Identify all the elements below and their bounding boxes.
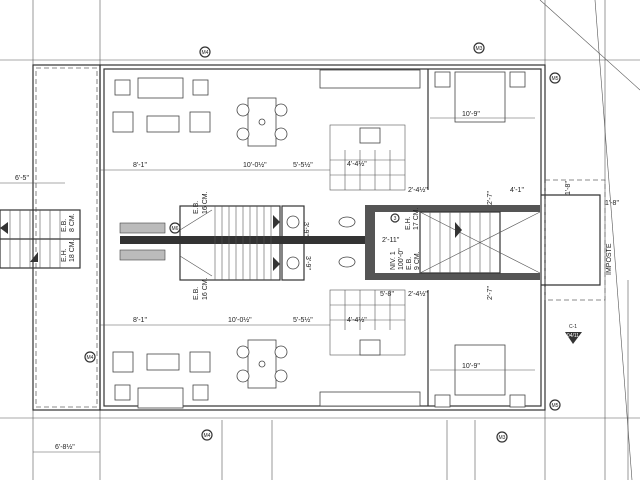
stair-wall bbox=[365, 205, 375, 280]
eb-bottom-value: 16 CM. bbox=[202, 277, 209, 300]
bathrooms: 3'-9" 3'-9" bbox=[281, 205, 356, 281]
dim-kitchen-top: 4'-4½" bbox=[347, 160, 367, 168]
main-stair: E.B. 16 CM. E.B. 16 CM. bbox=[119, 191, 281, 300]
stair-arrow-icon bbox=[455, 222, 462, 238]
sofa-icon bbox=[137, 387, 184, 409]
sink-icon bbox=[286, 215, 300, 229]
eb9-value: 9 CM. bbox=[414, 251, 421, 270]
dim-bottom-kitchen: 5'-5½" bbox=[293, 316, 313, 324]
bed-icon bbox=[454, 71, 506, 123]
side-table-icon bbox=[114, 79, 131, 96]
party-wall bbox=[120, 236, 365, 244]
niv-value: 100'-0" bbox=[398, 248, 405, 270]
dim-bottom-dining: 10'-0½" bbox=[228, 316, 252, 324]
dim-corridor-top-a: 2'-4½" bbox=[408, 186, 428, 194]
dim-bottom-living: 8'-1" bbox=[133, 317, 147, 324]
dim-corridor-bottom-a: 2'-4½" bbox=[408, 290, 428, 298]
dim-corridor-bottom-c: 2'-7" bbox=[487, 286, 494, 300]
eb-top-value: 16 CM. bbox=[202, 191, 209, 214]
dim-bedroom-top: 10'-9" bbox=[462, 111, 480, 118]
armchair-icon bbox=[189, 111, 211, 133]
dim-top-living: 8'-1" bbox=[133, 162, 147, 169]
armchair-icon bbox=[112, 351, 134, 373]
dim-stair-landing: 2'-11" bbox=[382, 237, 400, 244]
side-table-icon bbox=[192, 384, 209, 401]
stair-arrow-icon bbox=[30, 252, 38, 262]
coffee-table-icon bbox=[146, 115, 180, 133]
dim-balcony-bottom: 6'-8½" bbox=[55, 443, 75, 451]
imposte-label: IMPOSTE bbox=[606, 243, 613, 275]
stair-arrow-icon bbox=[273, 257, 280, 271]
stair-arrow-icon bbox=[0, 222, 8, 234]
section-label: C-1 bbox=[569, 324, 577, 330]
dim-top-dining: 10'-0½" bbox=[243, 161, 267, 169]
ext-eh-label: E.H. bbox=[61, 248, 68, 262]
kitchen-sink-icon bbox=[359, 339, 381, 356]
dim-corridor-top-c: 2'-7" bbox=[487, 191, 494, 205]
dim-stair-bottom: 5'-8" bbox=[380, 291, 394, 298]
side-table-icon bbox=[192, 79, 209, 96]
stair-arrow-icon bbox=[273, 215, 280, 229]
balcony: E.B. 8 CM. E.H. 18 CM. 6'-5" 6'-8½" bbox=[0, 64, 101, 453]
stair-wall bbox=[375, 205, 540, 212]
dim-bath-bottom: 3'-9" bbox=[304, 256, 311, 270]
armchair-icon bbox=[112, 111, 134, 133]
armchair-icon bbox=[189, 351, 211, 373]
dim-vest-a: 1'-8" bbox=[605, 200, 619, 207]
ext-eh-value: 18 CM. bbox=[69, 239, 76, 262]
toilet-icon bbox=[338, 256, 356, 268]
niv-label: NIV. 1 bbox=[390, 251, 397, 270]
section-marker-icon bbox=[565, 332, 582, 344]
kitchens: 4'-4½" 4'-4½" bbox=[319, 69, 429, 407]
dim-balcony-top: 6'-5" bbox=[15, 175, 29, 182]
kitchen-sink-icon bbox=[359, 127, 381, 144]
dim-bath-top: 3'-9" bbox=[302, 222, 309, 236]
counter bbox=[319, 69, 421, 89]
eh-value: 17 CM. bbox=[413, 207, 420, 230]
eb-bottom-label: E.B. bbox=[193, 287, 200, 300]
tag-m4: M4 bbox=[202, 50, 209, 56]
ext-eb-label: E.B. bbox=[61, 219, 68, 232]
sofa-icon bbox=[137, 77, 184, 99]
wall-tags: M4 M3 M5 M4 M4 M3 M5 M6 3 bbox=[84, 42, 561, 443]
bedrooms: 10'-9" 10'-9" bbox=[430, 71, 535, 408]
eb-top-label: E.B. bbox=[193, 201, 200, 214]
sink-icon bbox=[286, 256, 300, 270]
tag-m5-b: M5 bbox=[552, 403, 559, 409]
side-table-icon bbox=[114, 384, 131, 401]
dim-kitchen-bottom: 4'-4½" bbox=[347, 316, 367, 324]
tag-3: 3 bbox=[394, 216, 397, 222]
dim-vest-b: 1'-8" bbox=[565, 181, 572, 195]
tag-m6: M6 bbox=[172, 226, 179, 232]
toilet-icon bbox=[338, 216, 356, 228]
tag-m5: M5 bbox=[552, 76, 559, 82]
coffee-table-icon bbox=[146, 353, 180, 371]
stair-wall bbox=[375, 273, 540, 280]
section-sheet: 04/11 bbox=[567, 333, 579, 339]
tag-m4-b: M4 bbox=[87, 355, 94, 361]
counter bbox=[319, 391, 421, 407]
eh-label: E.H. bbox=[405, 216, 412, 230]
furniture bbox=[112, 77, 288, 409]
secondary-stair: 2'-11" NIV. 1 100'-0" E.B. 9 CM. E.H. 17… bbox=[380, 181, 619, 344]
dim-corridor-top-b: 4'-1" bbox=[510, 187, 524, 194]
dimension-strings: 8'-1" 10'-0½" 5'-5½" 8'-1" 10'-0½" 5'-5½… bbox=[100, 161, 330, 326]
tag-m4-c: M4 bbox=[204, 433, 211, 439]
tag-m3-b: M3 bbox=[499, 435, 506, 441]
dim-top-kitchen: 5'-5½" bbox=[293, 161, 313, 169]
eb9-label: E.B. bbox=[406, 257, 413, 270]
tag-m3: M3 bbox=[476, 46, 483, 52]
ext-eb-value: 8 CM. bbox=[69, 213, 76, 232]
dim-bedroom-bottom: 10'-9" bbox=[462, 363, 480, 370]
